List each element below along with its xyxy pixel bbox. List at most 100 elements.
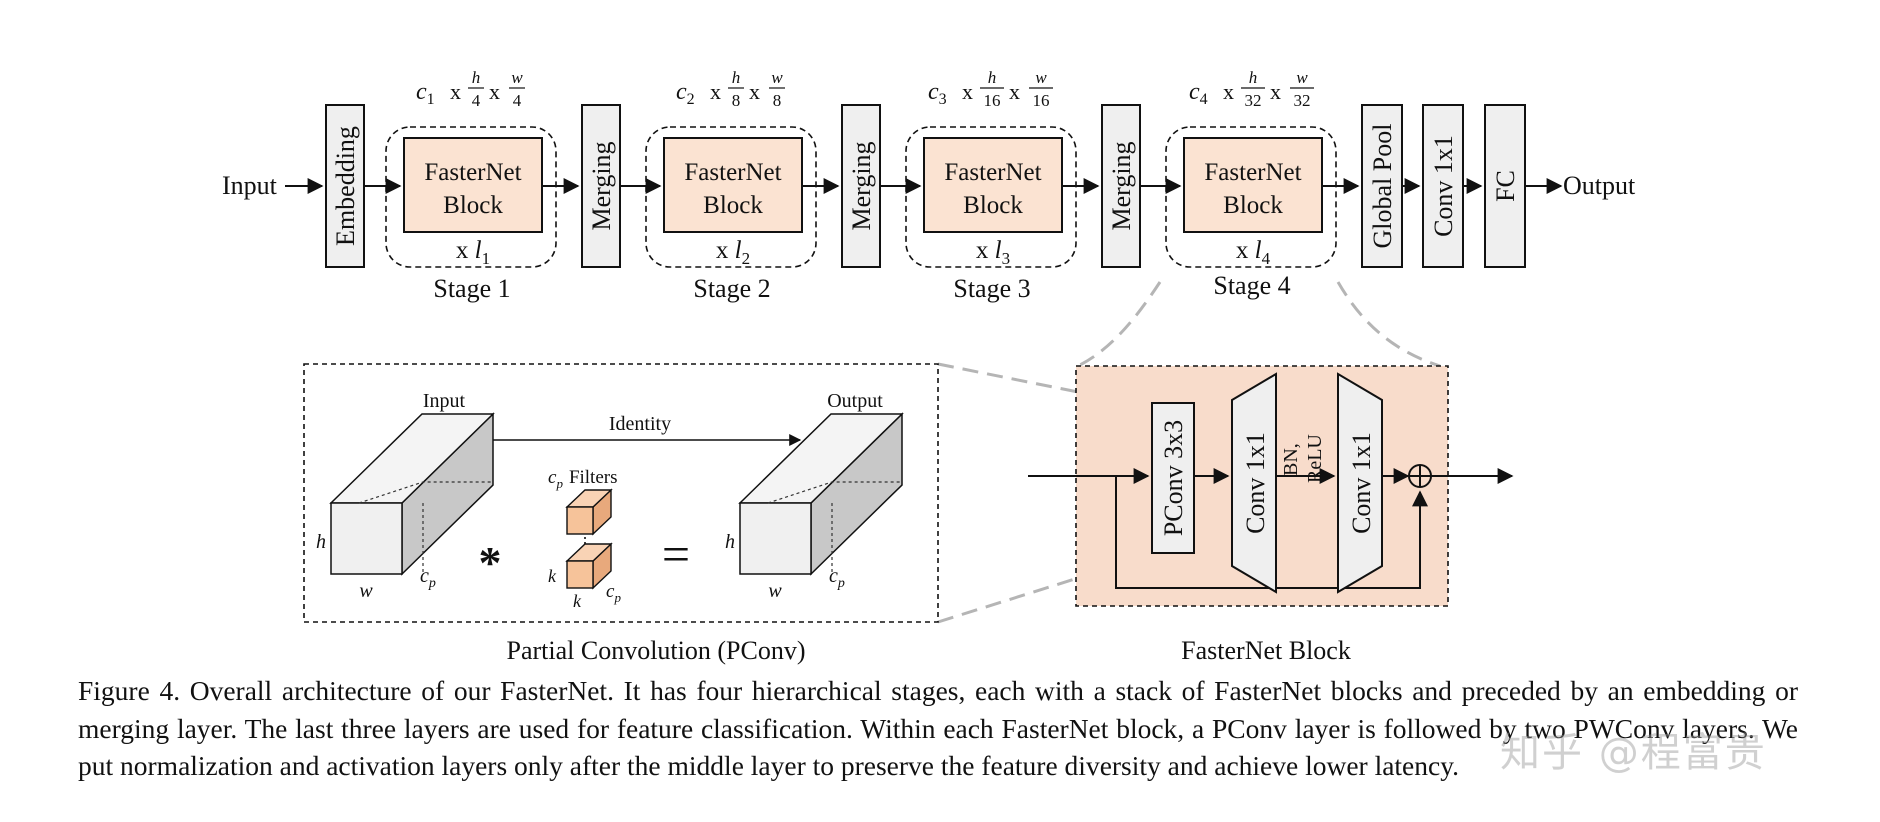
conv-1x1-second-label: Conv 1x1	[1347, 432, 1376, 534]
fasternet-block-panel: PConv 3x3 Conv 1x1 BN, ReLU Conv 1x1 Fas…	[1028, 365, 1514, 665]
filters-label: Filters	[569, 467, 618, 488]
stage-4-h-var: h	[1249, 68, 1258, 87]
pconv-input-w-label: w	[359, 580, 373, 602]
stage-3-block-line2: Block	[963, 192, 1023, 219]
stage-3-w-var: w	[1035, 68, 1047, 87]
pconv-output-cp-sub: p	[837, 576, 845, 591]
svg-text:x l2: x l2	[716, 237, 750, 268]
stage-1-w-den: 4	[513, 91, 522, 110]
output-cube	[738, 412, 904, 576]
filter-cube-top	[565, 488, 613, 536]
svg-text:x l1: x l1	[456, 237, 490, 268]
filter-cp-sub: p	[613, 590, 621, 605]
stage-2-boundary	[645, 126, 817, 268]
stage-1-block-line2: Block	[443, 192, 503, 219]
conv-1x1-first-label: Conv 1x1	[1241, 432, 1270, 534]
stage-4-w-var: w	[1296, 68, 1308, 87]
stage-3-label: Stage 3	[953, 274, 1030, 303]
stage-4-w-den: 32	[1294, 91, 1311, 110]
zoom-connectors	[937, 281, 1441, 624]
conv-1x1-layer	[1422, 104, 1464, 268]
identity-label: Identity	[609, 413, 671, 435]
stage-4-boundary	[1165, 126, 1337, 268]
stage-4-block-line1: FasterNet	[1204, 159, 1301, 186]
merging-label-1: Merging	[587, 141, 616, 230]
stage-4-shape-annotation: c4 x h 32 x w 32	[1189, 68, 1314, 110]
stage-4-times-1: x	[1223, 79, 1234, 104]
filters-cp-var: c	[548, 467, 557, 488]
input-label: Input	[222, 171, 278, 200]
filter-cube-bottom	[565, 542, 613, 590]
stage-3-ch-sub: 3	[939, 91, 947, 108]
stage-1-ch-var: c	[416, 79, 427, 105]
stage-1-h-var: h	[472, 68, 481, 87]
stage-1-w-var: w	[511, 68, 523, 87]
stage-2-w-var: w	[771, 68, 783, 87]
stage-4-fasternet-block	[1183, 137, 1323, 233]
stage-3-boundary	[905, 126, 1077, 268]
stage-3-times-1: x	[962, 79, 973, 104]
filter-cp-var: c	[606, 581, 615, 602]
pconv-input-cp-var: c	[420, 565, 429, 587]
stage-3-block-line1: FasterNet	[944, 159, 1041, 186]
stage-2-w-den: 8	[773, 91, 782, 110]
stage-3-repeat-var: l	[995, 237, 1002, 264]
svg-text:cp: cp	[829, 565, 845, 591]
stage-1-repeat-var: l	[475, 237, 482, 264]
top-pipeline: Input Embedding FasterNet Block x l1 Sta…	[222, 68, 1636, 303]
stage-2-repeat-var: l	[735, 237, 742, 264]
pconv-output-w-label: w	[768, 580, 782, 602]
stage-2-times-2: x	[749, 79, 760, 104]
figure-caption: Figure 4. Overall architecture of our Fa…	[78, 675, 1798, 781]
svg-text:x l3: x l3	[976, 237, 1010, 268]
stage-4-h-den: 32	[1245, 91, 1262, 110]
convolution-star: *	[479, 537, 502, 588]
stage-3-repeat-x: x	[976, 237, 989, 264]
stage-1-label: Stage 1	[433, 274, 510, 303]
stage-3-ch-var: c	[928, 79, 939, 105]
stage-1-block-line1: FasterNet	[424, 159, 521, 186]
watermark: 知乎 @程富贵	[1500, 730, 1767, 776]
stage-1-times-1: x	[450, 79, 461, 104]
stage-2-block-line1: FasterNet	[684, 159, 781, 186]
merging-label-3: Merging	[1107, 141, 1136, 230]
stage-3-h-var: h	[988, 68, 997, 87]
pconv-output-h-label: h	[725, 531, 735, 553]
stage-4-repeat-var: l	[1255, 237, 1262, 264]
merging-layer-1	[581, 104, 621, 268]
filters-cp-sub: p	[555, 476, 563, 491]
stage-1-ch-sub: 1	[427, 91, 435, 108]
pconv-output-cp-var: c	[829, 565, 838, 587]
stage-1-times-2: x	[489, 79, 500, 104]
filter-k-side-label: k	[548, 566, 557, 586]
svg-text:c2: c2	[676, 79, 695, 108]
svg-text:cp: cp	[420, 565, 436, 591]
stage-3-h-den: 16	[984, 91, 1001, 110]
stage-3-times-2: x	[1009, 79, 1020, 104]
stage-4-repeat-sub: 4	[1262, 249, 1271, 268]
svg-text:c4: c4	[1189, 79, 1208, 108]
stage-4-ch-sub: 4	[1200, 91, 1208, 108]
svg-text:x l4: x l4	[1236, 237, 1271, 268]
bn-label: BN,	[1280, 443, 1302, 476]
stage-2-shape-annotation: c2 x h 8 x w 8	[676, 68, 785, 110]
stage-4-ch-var: c	[1189, 79, 1200, 105]
pconv-3x3-layer	[1151, 402, 1195, 554]
stage-4-label: Stage 4	[1213, 271, 1290, 300]
stage-2-block-line2: Block	[703, 192, 763, 219]
svg-text:c1: c1	[416, 79, 435, 108]
input-cube	[329, 412, 495, 576]
stage-1-boundary	[385, 126, 557, 268]
pconv-input-label: Input	[423, 390, 466, 412]
pconv-input-h-label: h	[316, 531, 326, 553]
stage-2-fasternet-block	[663, 137, 803, 233]
stage-1-fasternet-block	[403, 137, 543, 233]
pconv-3x3-label: PConv 3x3	[1159, 420, 1188, 536]
stage-1-repeat-sub: 1	[482, 249, 491, 268]
merging-layer-2	[841, 104, 881, 268]
stage-4-block-line2: Block	[1223, 192, 1283, 219]
equals-sign: =	[662, 526, 690, 582]
fasternet-block-title: FasterNet Block	[1181, 636, 1351, 665]
